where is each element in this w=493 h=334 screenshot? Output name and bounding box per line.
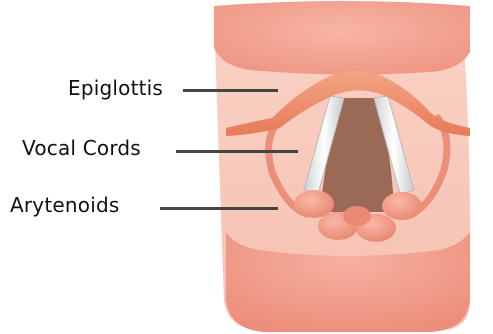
label-vocal-cords: Vocal Cords: [22, 136, 141, 160]
label-epiglottis: Epiglottis: [68, 76, 163, 100]
leader-line-epiglottis: [183, 89, 278, 92]
label-arytenoids: Arytenoids: [10, 193, 119, 217]
leader-line-arytenoids: [160, 207, 278, 210]
leader-line-vocal-cords: [176, 150, 298, 153]
upper-tissue-fold: [214, 1, 470, 75]
